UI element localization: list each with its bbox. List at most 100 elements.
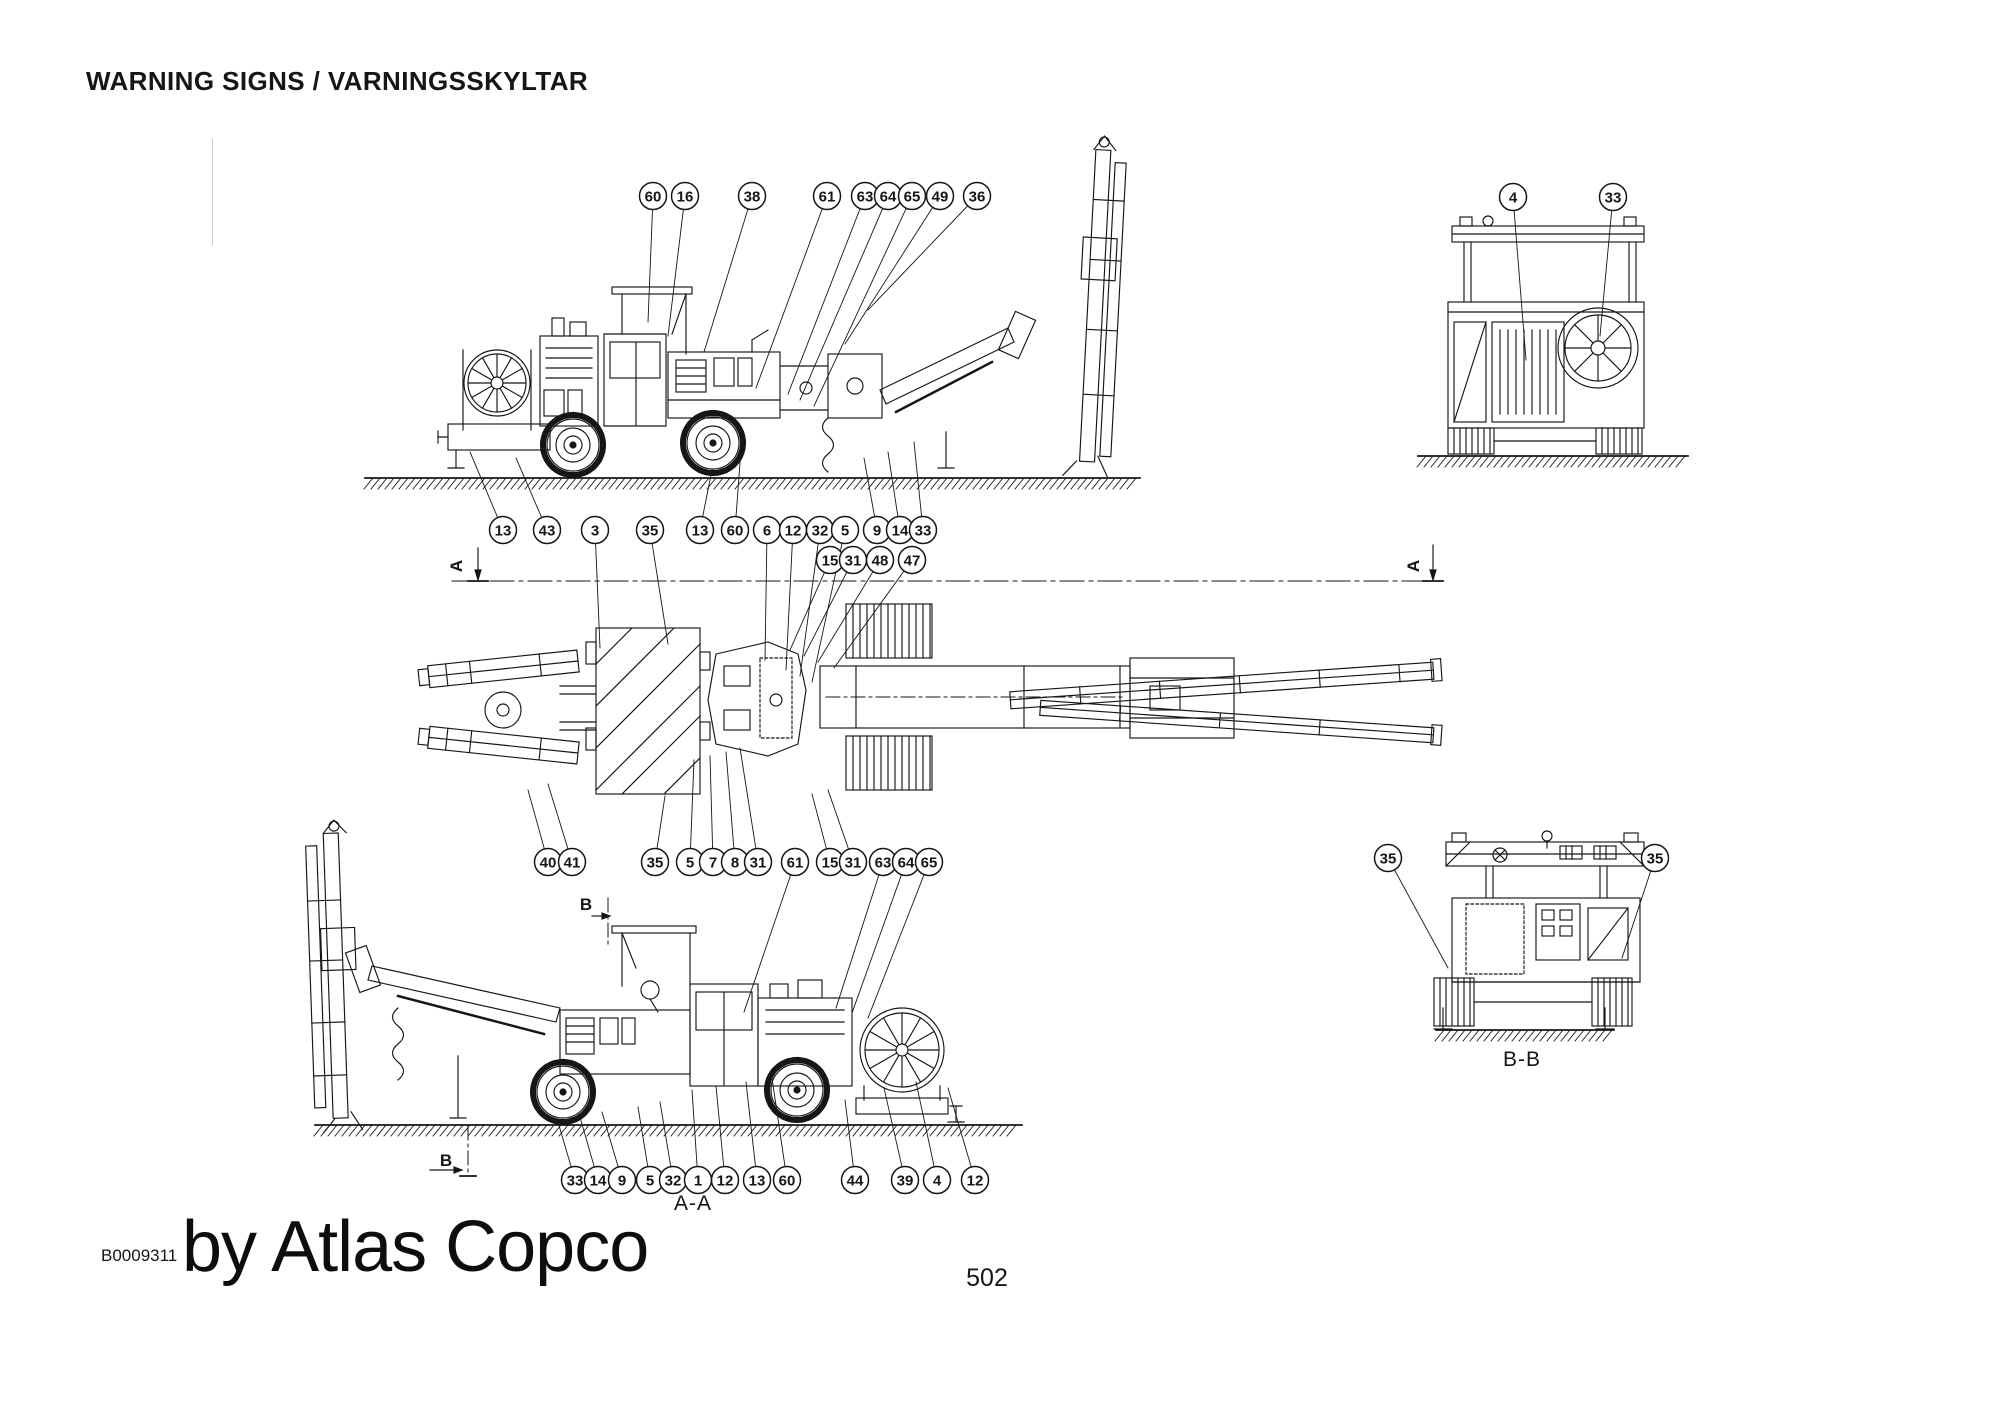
canopy-roof <box>611 925 697 934</box>
callout-35: 35 <box>635 515 665 545</box>
callout-3: 3 <box>580 515 610 545</box>
section-markers: A A B B <box>429 544 1444 1177</box>
callout-9: 9 <box>607 1165 637 1195</box>
svg-text:3: 3 <box>591 523 599 540</box>
leader-line <box>785 543 793 671</box>
svg-text:35: 35 <box>1380 851 1397 868</box>
section-marker-a-right: A <box>1404 544 1444 583</box>
callout-41: 41 <box>557 847 587 877</box>
svg-text:38: 38 <box>744 189 761 206</box>
svg-text:32: 32 <box>812 523 829 540</box>
marker-letter: A <box>447 560 466 572</box>
callout-32: 32 <box>805 515 835 545</box>
svg-text:9: 9 <box>618 1173 626 1190</box>
svg-text:14: 14 <box>590 1173 607 1190</box>
callout-60: 60 <box>638 181 668 211</box>
page-title: WARNING SIGNS / VARNINGSSKYLTAR <box>86 66 589 96</box>
drawing-side-view-bottom <box>305 819 965 1134</box>
cable-reel <box>864 1012 940 1088</box>
leader-line <box>764 543 768 661</box>
svg-text:36: 36 <box>969 189 986 206</box>
marker-letter: B <box>580 895 592 914</box>
drawing-side-view-top <box>437 135 1127 479</box>
leader-line <box>1599 209 1613 337</box>
section-marker-a-left: A <box>447 547 489 583</box>
document-number: B0009311 <box>101 1246 178 1265</box>
callout-35: 35 <box>1640 843 1670 873</box>
svg-text:39: 39 <box>897 1173 914 1190</box>
leader-line <box>739 747 757 850</box>
callout-60: 60 <box>772 1165 802 1195</box>
feed-mast <box>1061 135 1127 479</box>
svg-text:65: 65 <box>921 855 938 872</box>
wheel <box>680 410 746 476</box>
callout-64: 64 <box>891 847 921 877</box>
svg-text:61: 61 <box>787 855 804 872</box>
callout-13: 13 <box>742 1165 772 1195</box>
drawing-plan-view <box>417 603 1443 795</box>
callout-65: 65 <box>897 181 927 211</box>
svg-text:15: 15 <box>822 855 839 872</box>
section-marker-b-top: B <box>580 895 612 947</box>
leader-line <box>883 1087 903 1168</box>
callout-33: 33 <box>908 515 938 545</box>
svg-text:63: 63 <box>857 189 874 206</box>
leader-line <box>656 795 666 850</box>
leader-line <box>1393 869 1449 969</box>
svg-text:60: 60 <box>779 1173 796 1190</box>
svg-text:41: 41 <box>564 855 581 872</box>
ground-lines <box>313 455 1689 1137</box>
callout-15: 15 <box>815 847 845 877</box>
svg-text:12: 12 <box>967 1173 984 1190</box>
callout-31: 31 <box>743 847 773 877</box>
callout-44: 44 <box>840 1165 870 1195</box>
svg-text:12: 12 <box>717 1173 734 1190</box>
callout-38: 38 <box>737 181 767 211</box>
leader-line <box>833 570 905 669</box>
callout-13: 13 <box>488 515 518 545</box>
callout-12: 12 <box>710 1165 740 1195</box>
svg-text:64: 64 <box>880 189 897 206</box>
leader-line <box>527 789 545 850</box>
feed-plan <box>1009 658 1443 710</box>
svg-text:7: 7 <box>709 855 717 872</box>
svg-text:5: 5 <box>646 1173 654 1190</box>
callout-16: 16 <box>670 181 700 211</box>
label-section-bb: B-B <box>1503 1048 1541 1071</box>
svg-text:31: 31 <box>845 553 862 570</box>
svg-text:60: 60 <box>727 523 744 540</box>
drawing-section-bb <box>1433 830 1645 1030</box>
leader-line <box>601 1111 619 1168</box>
boom-arm <box>879 327 1015 405</box>
callout-39: 39 <box>890 1165 920 1195</box>
svg-text:35: 35 <box>642 523 659 540</box>
hose-coil <box>391 1007 405 1081</box>
wheel <box>540 412 606 478</box>
svg-text:13: 13 <box>692 523 709 540</box>
svg-text:47: 47 <box>904 553 921 570</box>
leader-line <box>715 1085 725 1168</box>
callout-4: 4 <box>1498 182 1528 212</box>
page-number: 502 <box>966 1264 1008 1292</box>
svg-text:31: 31 <box>845 855 862 872</box>
svg-text:4: 4 <box>933 1173 942 1190</box>
leader-line <box>595 543 601 649</box>
callout-61: 61 <box>812 181 842 211</box>
leader-line <box>867 874 925 1019</box>
callout-63: 63 <box>868 847 898 877</box>
leader-line <box>469 451 499 519</box>
leader-line <box>745 1081 756 1168</box>
svg-text:8: 8 <box>731 855 739 872</box>
hose-coil <box>821 417 835 473</box>
callout-14: 14 <box>885 515 915 545</box>
svg-text:49: 49 <box>932 189 949 206</box>
leader-line <box>647 209 653 323</box>
leader-line <box>735 435 743 517</box>
callout-43: 43 <box>532 515 562 545</box>
svg-text:13: 13 <box>495 523 512 540</box>
svg-text:15: 15 <box>822 553 839 570</box>
label-section-aa: A-A <box>674 1192 712 1215</box>
svg-text:12: 12 <box>785 523 802 540</box>
